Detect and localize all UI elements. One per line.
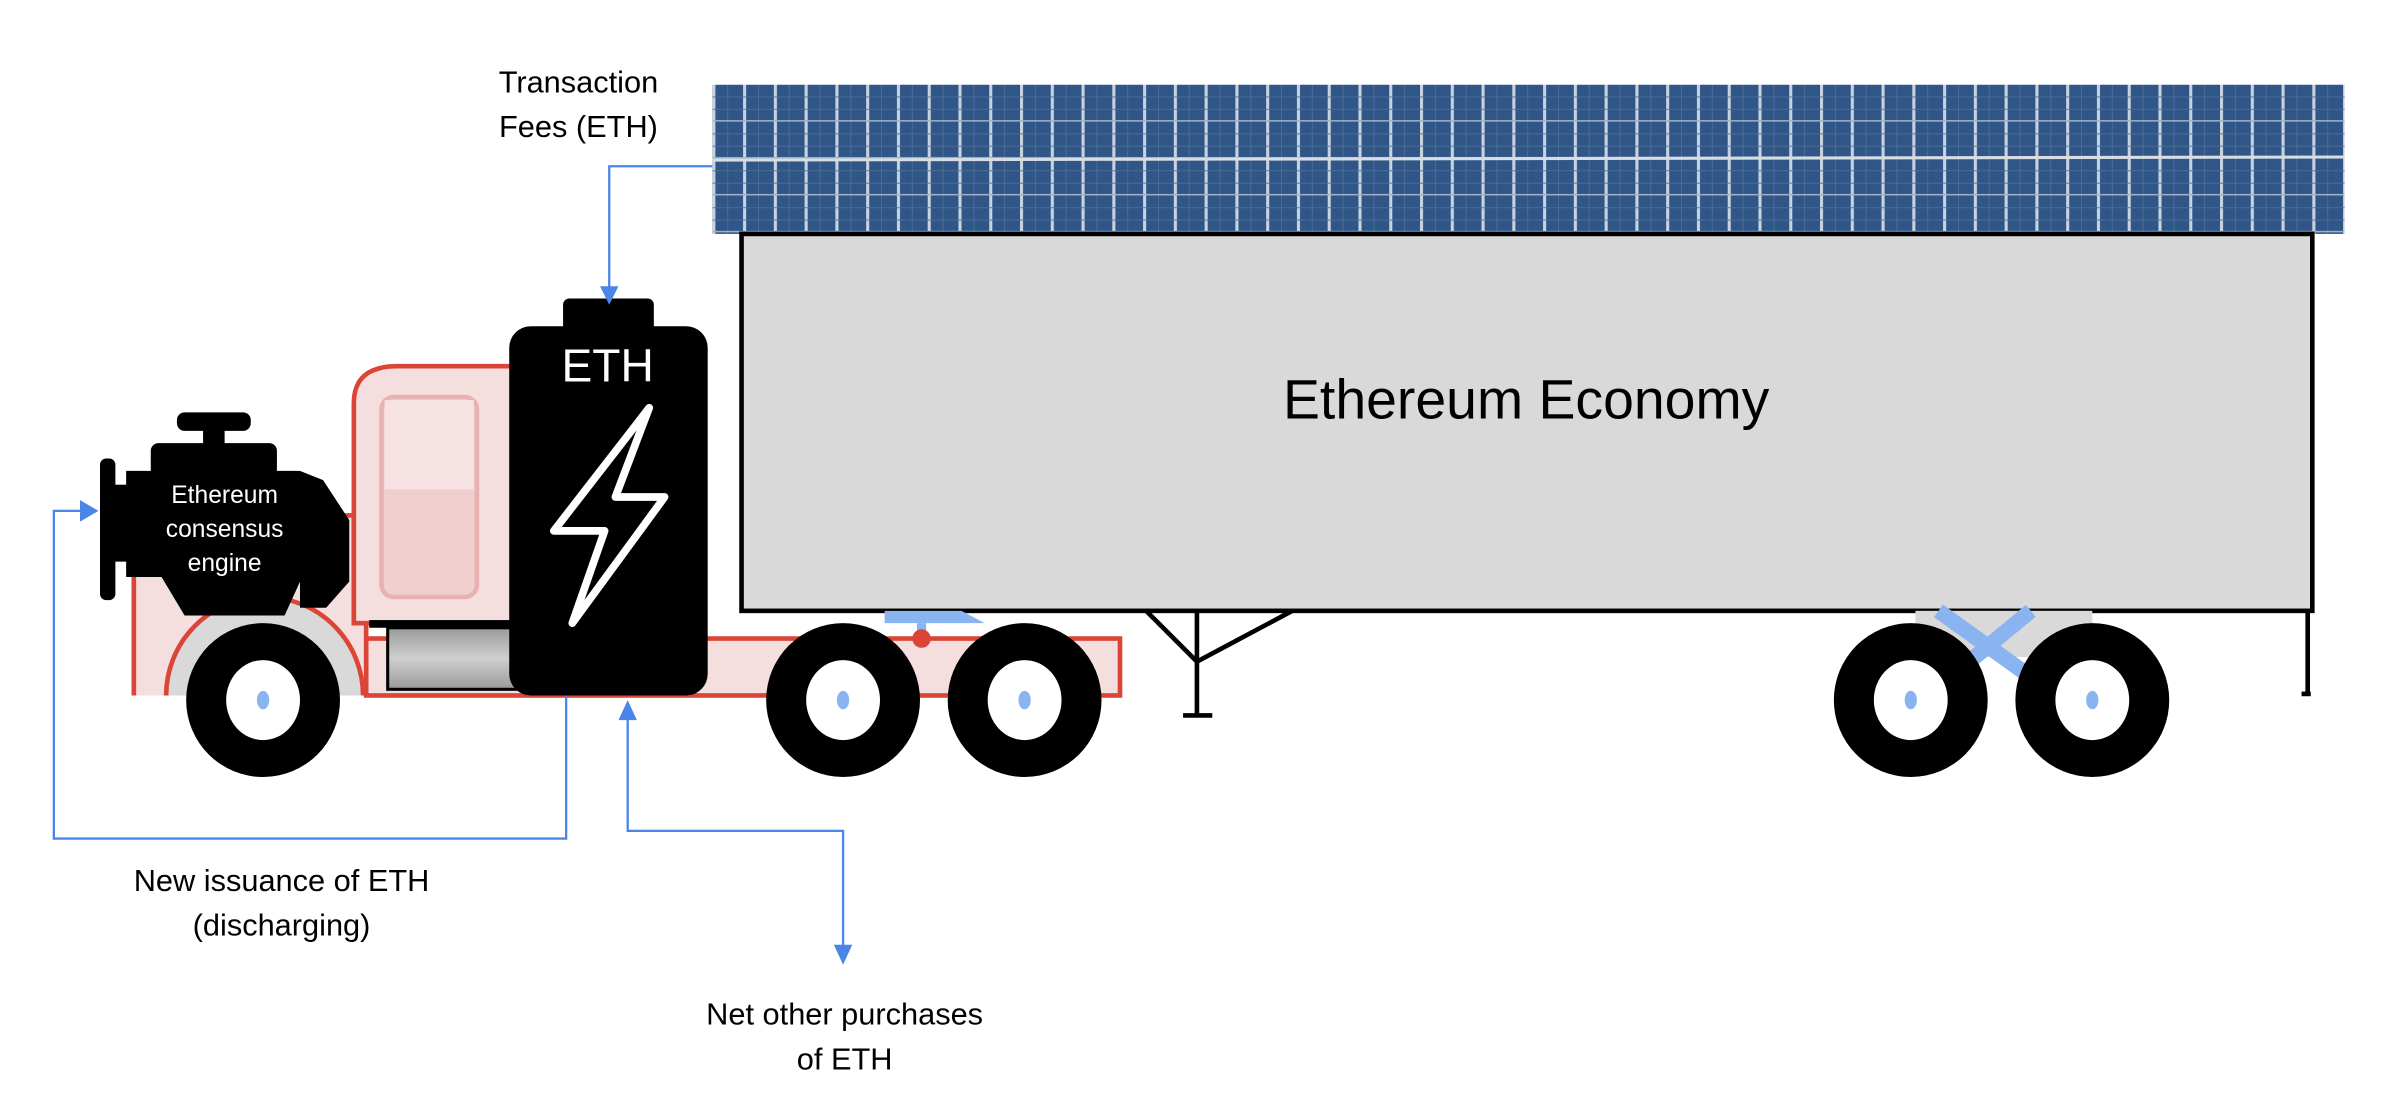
transaction-fees-arrow [600,165,713,305]
wheel [1833,623,1988,777]
wheel [766,623,920,777]
engine-label-line3: engine [188,550,262,577]
transaction-fees-label-line1: Transaction [499,64,659,99]
new-issuance-arrow [52,500,568,840]
transaction-fees-label-line2: Fees (ETH) [499,109,658,144]
battery-label: ETH [562,340,654,392]
landing-gear [1144,608,1294,718]
engine-label-line1: Ethereum [171,482,278,509]
net-purchases-label-line1: Net other purchases [706,997,983,1032]
trailer-label: Ethereum Economy [1283,369,1770,431]
new-issuance-label-line1: New issuance of ETH [134,863,430,898]
lightning-bolt-icon [550,403,669,627]
wheel [186,623,340,777]
wheels [186,623,2170,777]
new-issuance-label-line2: (discharging) [193,907,371,942]
fifth-wheel [884,610,985,648]
wheel [2015,623,2170,777]
battery-icon: ETH [509,298,708,696]
engine-icon: Ethereum consensus engine [100,412,350,616]
trailer: Ethereum Economy [739,231,2315,718]
wheel [947,623,1102,777]
net-purchases-label-line2: of ETH [797,1041,893,1076]
engine-label-line2: consensus [166,516,284,543]
net-purchases-arrow [618,700,853,965]
solar-panel [712,84,2345,234]
